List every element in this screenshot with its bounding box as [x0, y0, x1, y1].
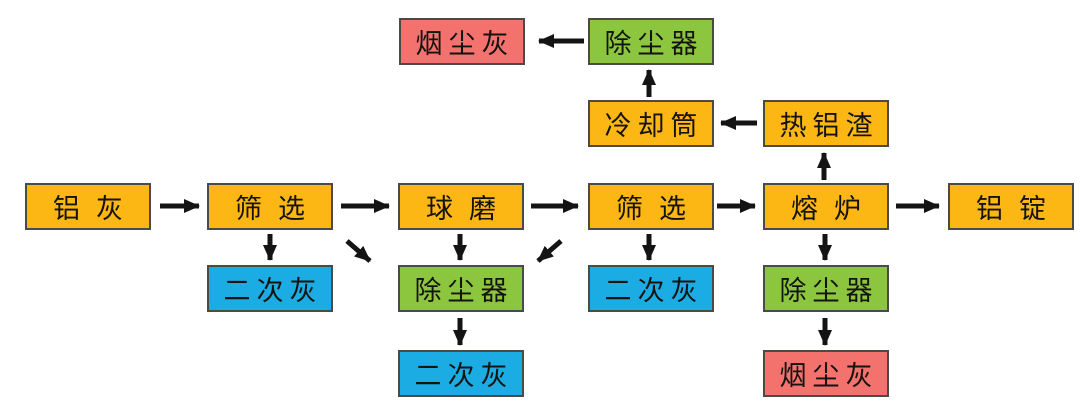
node-aluminum-ingot: 铝锭	[948, 183, 1074, 230]
node-dust-collector-right: 除尘器	[763, 265, 889, 312]
node-hot-aluminum-slag: 热铝渣	[763, 100, 889, 147]
node-secondary-ash-1: 二次灰	[207, 265, 333, 312]
node-melting-furnace: 熔炉	[763, 183, 889, 230]
node-dust-collector-mid: 除尘器	[398, 265, 524, 312]
arrow-diag-screening2-to-dustcollectormid	[536, 239, 563, 263]
node-smoke-dust-ash-bottom: 烟尘灰	[763, 350, 889, 397]
node-secondary-ash-2: 二次灰	[588, 265, 714, 312]
node-cooling-drum: 冷却筒	[588, 100, 714, 147]
arrow-diag-screening1-to-dustcollectormid	[345, 239, 372, 263]
node-screening-2: 筛选	[588, 183, 714, 230]
node-dust-collector-top: 除尘器	[588, 18, 714, 65]
node-smoke-dust-ash-top: 烟尘灰	[399, 18, 525, 65]
node-screening-1: 筛选	[207, 183, 333, 230]
node-secondary-ash-3: 二次灰	[398, 350, 524, 397]
node-ball-mill: 球磨	[398, 183, 524, 230]
node-aluminum-ash: 铝灰	[25, 183, 151, 230]
